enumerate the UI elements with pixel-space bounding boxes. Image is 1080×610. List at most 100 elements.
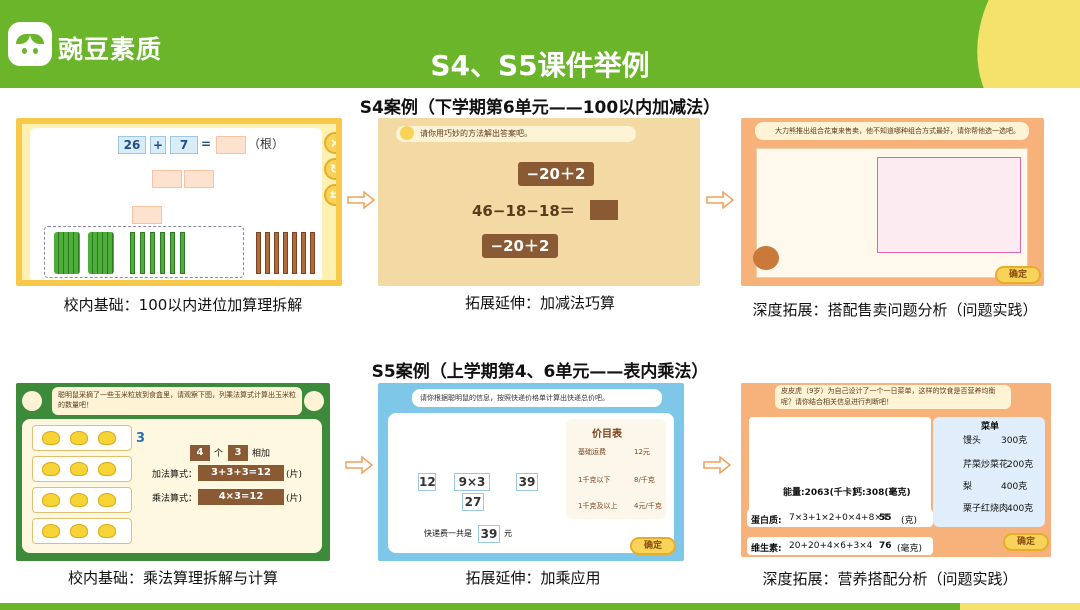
bear-icon: [753, 246, 779, 270]
corn-icon: [42, 462, 60, 476]
corn-icon: [42, 493, 60, 507]
bundle-icon: [88, 232, 114, 274]
ge-label: 个: [214, 449, 224, 459]
value-box: 9×3: [454, 473, 490, 491]
stick-icon: [265, 232, 270, 274]
answer-box[interactable]: [590, 200, 618, 220]
vitamin-expression: 20+20+4×6+3×4: [789, 541, 873, 551]
menu-item-amount: 300克: [1001, 436, 1028, 446]
value-box: 27: [462, 493, 484, 511]
menu-item: 梨: [963, 482, 973, 492]
s5-heading: S5案例（上学期第4、6单元——表内乘法）: [371, 362, 709, 382]
caption: 深度拓展：营养搭配分析（问题实践）: [762, 570, 1018, 588]
brand-name: 豌豆素质: [58, 35, 163, 64]
sum-box[interactable]: [132, 206, 162, 224]
stick-icon: [310, 232, 315, 274]
menu-item-amount: 400克: [1001, 482, 1028, 492]
bottom-expression: −20＋2: [482, 234, 558, 258]
prompt-bar: 请你根据聪明鼠的信息，按照快递价格单计算出快递总价吧。: [412, 389, 662, 407]
stick-icon: [170, 232, 175, 274]
vitamin-value: 76: [879, 541, 892, 551]
energy-value: 能量:2063(千卡): [783, 488, 856, 498]
menu-card: [933, 417, 1045, 527]
protein-row: [747, 509, 933, 527]
caption: 深度拓展：搭配售卖问题分析（问题实践）: [752, 301, 1038, 319]
n2-box: 3: [228, 445, 248, 461]
unit-label: （根）: [248, 136, 284, 154]
stick-icon: [301, 232, 306, 274]
speaker-icon[interactable]: [22, 391, 42, 411]
corn-icon: [70, 493, 88, 507]
mul-expression: 4×3=12: [198, 489, 284, 505]
n1-box: 4: [190, 445, 210, 461]
nutrition-table: [749, 417, 931, 521]
price-row-value: 8/千克: [634, 476, 655, 484]
header-bar: 豌豆素质 S4、S5课件举例: [0, 0, 1080, 88]
close-icon[interactable]: ×: [324, 132, 336, 154]
bulb-icon[interactable]: [304, 391, 324, 411]
answer-box[interactable]: [216, 136, 246, 154]
decor-yellow: [960, 603, 1080, 610]
footer-bar: [0, 603, 1080, 610]
stick-icon: [160, 232, 165, 274]
swap-icon[interactable]: ⇆: [324, 184, 336, 206]
option-panel: [877, 157, 1021, 253]
number-box: 7: [170, 136, 198, 154]
confirm-button[interactable]: 确定: [630, 537, 676, 555]
exercise-card: 26 + 7 = （根）: [30, 128, 322, 280]
stick-icon: [274, 232, 279, 274]
mul-label: 乘法算式：: [152, 494, 198, 504]
caption: 校内基础：100以内进位加算理拆解: [63, 296, 303, 314]
screenshot-s5-extend: 请你根据聪明鼠的信息，按照快递价格单计算出快递总价吧。 价目表 基础运费 12元…: [378, 383, 684, 561]
stick-icon: [256, 232, 261, 274]
confirm-button[interactable]: 确定: [1003, 533, 1049, 551]
caption: 拓展延伸：加减法巧算: [464, 294, 615, 312]
protein-unit: (克): [901, 516, 918, 526]
corn-icon: [42, 431, 60, 445]
menu-title: 菜单: [981, 422, 1000, 432]
protein-value: 55: [879, 513, 892, 523]
price-row-label: 1千克及以上: [578, 502, 618, 510]
prompt-bar: 大力熊推出组合花束来售卖，他不知道哪种组合方式最好，请你帮他选一选吧。: [755, 122, 1029, 140]
count: 3: [136, 431, 146, 446]
logo: [8, 22, 52, 66]
equals-sign: =: [200, 136, 212, 154]
eye-icon: [33, 48, 38, 54]
stick-icon: [180, 232, 185, 274]
stick-icon: [292, 232, 297, 274]
arrow-icon: [705, 190, 735, 210]
split-box[interactable]: [184, 170, 214, 188]
confirm-button[interactable]: 确定: [995, 266, 1041, 284]
total-label: 快递费一共是: [424, 529, 472, 538]
top-expression: −20＋2: [518, 162, 594, 186]
add-label: 加法算式：: [152, 470, 198, 480]
add-expression: 3+3+3=12: [198, 465, 284, 481]
refresh-icon[interactable]: ↻: [324, 158, 336, 180]
counting-area: [44, 226, 244, 278]
vitamin-unit: (毫克): [897, 544, 923, 554]
corn-icon: [70, 462, 88, 476]
number-box: 26: [118, 136, 146, 154]
protein-expression: 7×3+1×2+0×4+8×4: [789, 513, 888, 523]
value-box: 39: [516, 473, 538, 491]
vitamin-row: [747, 537, 933, 555]
exercise-card: 价目表 基础运费 12元 1千克以下 8/千克 1千克及以上 4元/千克 12 …: [388, 413, 674, 553]
split-box[interactable]: [152, 170, 182, 188]
corn-icon: [98, 462, 116, 476]
price-row-label: 基础运费: [578, 448, 606, 456]
exercise-card: 3 4 个 3 相加 加法算式： 3+3+3=12 (片) 乘法算式： 4×3=…: [22, 419, 322, 553]
star-icon: [400, 126, 414, 140]
s4-heading: S4案例（下学期第6单元——100以内加减法）: [359, 98, 721, 118]
xiangjia-label: 相加: [252, 449, 271, 459]
corn-icon: [42, 524, 60, 538]
caption: 拓展延伸：加乘应用: [465, 569, 601, 587]
stick-icon: [140, 232, 145, 274]
main-expression: 46−18−18＝: [472, 202, 575, 220]
vitamin-label: 维生素:: [751, 544, 782, 554]
arrow-icon: [346, 190, 376, 210]
price-title: 价目表: [592, 429, 622, 440]
screenshot-s4-extend: 请你用巧妙的方法解出答案吧。 −20＋2 46−18−18＝ −20＋2: [378, 118, 700, 286]
unit-label: (片): [286, 494, 303, 504]
caption: 校内基础：乘法算理拆解与计算: [67, 569, 278, 587]
bundle-icon: [54, 232, 80, 274]
